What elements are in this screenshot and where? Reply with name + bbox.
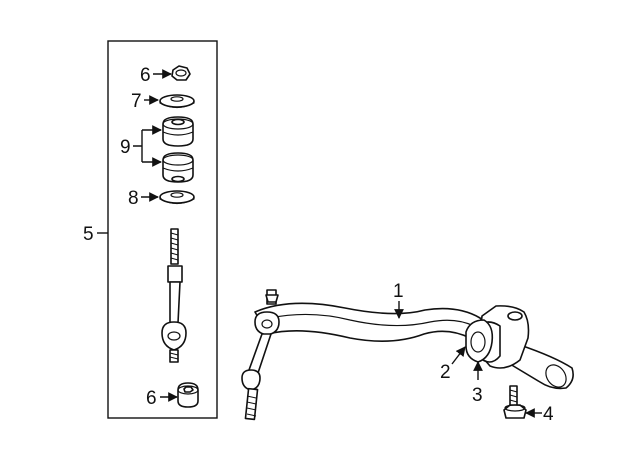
callout-1: 1 (393, 281, 404, 302)
nut-top-icon (171, 65, 191, 81)
bar-bushing-icon (465, 319, 494, 363)
callout-9-bracket (133, 130, 143, 162)
callout-8: 8 (128, 188, 139, 209)
bushing-lower-icon (162, 152, 194, 183)
callout-3: 3 (472, 385, 483, 406)
callout-2-arrow (451, 346, 466, 365)
callout-6-bottom: 6 (146, 388, 157, 409)
stabilizer-link-icon (161, 228, 187, 363)
washer-bottom-icon (159, 190, 195, 205)
bar-end-link-icon (241, 289, 280, 421)
stabilizer-bar-icon (254, 302, 493, 346)
nut-bottom-icon (177, 382, 199, 408)
callout-6-top: 6 (140, 65, 151, 86)
bushing-upper-icon (162, 116, 194, 147)
callout-9: 9 (120, 137, 131, 158)
bar-bracket-icon (477, 305, 574, 390)
callout-7: 7 (131, 91, 142, 112)
washer-top-icon (159, 94, 195, 109)
callout-4: 4 (543, 404, 554, 425)
callout-2: 2 (440, 362, 451, 383)
link-kit-box (107, 40, 218, 419)
bolt-icon (503, 385, 527, 419)
callout-5: 5 (83, 224, 94, 245)
